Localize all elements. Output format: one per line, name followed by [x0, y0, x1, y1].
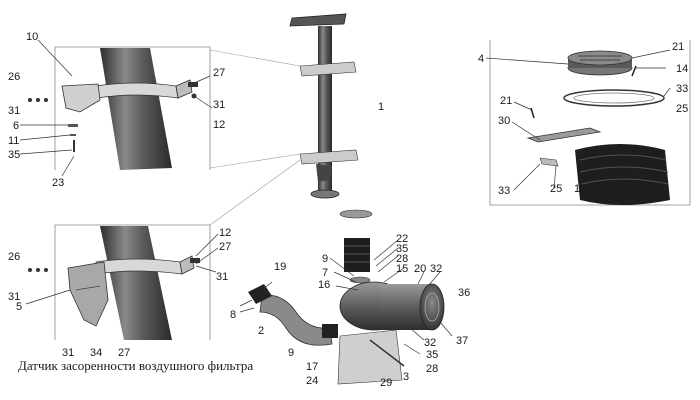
callout-9a: 9: [322, 253, 328, 265]
callout-31a: 31: [8, 105, 20, 117]
callout-13: 13: [574, 183, 586, 195]
callout-35b: 35: [396, 243, 408, 255]
callout-11: 11: [8, 135, 19, 147]
callout-31b: 31: [213, 99, 225, 111]
callout-12b: 12: [219, 227, 231, 239]
air-cleaner-assembly: [248, 209, 445, 385]
callout-33a: 33: [676, 83, 688, 95]
callout-20: 20: [414, 263, 426, 275]
callout-31d: 31: [216, 271, 228, 283]
callout-3: 3: [403, 371, 409, 383]
callout-27a: 27: [213, 67, 225, 79]
callout-35a: 35: [8, 149, 20, 161]
callout-32b: 32: [424, 337, 436, 349]
callout-5: 5: [16, 301, 22, 313]
detail-frame-upper-left: [54, 46, 211, 170]
exhaust-pipe-detail-upper: [28, 48, 198, 170]
callout-7: 7: [322, 267, 328, 279]
callout-21a: 21: [672, 41, 684, 53]
callout-27c: 27: [118, 347, 130, 359]
callout-22: 22: [396, 233, 408, 245]
callout-25b: 25: [550, 183, 562, 195]
air-filter-detail: [526, 50, 670, 205]
callout-2: 2: [258, 325, 264, 337]
detail-leader-lines: [209, 49, 301, 226]
callout-37: 37: [456, 335, 468, 347]
callout-6: 6: [13, 120, 19, 132]
callout-4: 4: [478, 53, 484, 65]
callout-21b: 21: [500, 95, 512, 107]
callout-26a: 26: [8, 71, 20, 83]
callout-31c: 31: [8, 291, 20, 303]
callout-17: 17: [306, 361, 318, 373]
callout-23: 23: [52, 177, 64, 189]
callout-labels: 1 2 3 4 5 6 7 8 9 9 10 11 12 12 13 14 15…: [8, 31, 688, 389]
callout-14: 14: [676, 63, 688, 75]
callout-leaders: [19, 39, 671, 355]
callout-27b: 27: [219, 241, 231, 253]
callout-1: 1: [378, 101, 384, 113]
callout-32a: 32: [430, 263, 442, 275]
callout-33b: 33: [498, 185, 510, 197]
callout-34: 34: [90, 347, 102, 359]
figure-caption: Датчик засоренности воздушного фильтра: [18, 358, 254, 373]
callout-18: 18: [622, 185, 634, 197]
callout-8: 8: [230, 309, 236, 321]
main-intake-pipe: [289, 13, 359, 199]
callout-31e: 31: [62, 347, 74, 359]
callout-29: 29: [380, 377, 392, 389]
callout-15: 15: [396, 263, 408, 275]
callout-19: 19: [274, 261, 286, 273]
callout-36: 36: [458, 287, 470, 299]
callout-16: 16: [318, 279, 330, 291]
callout-28a: 28: [396, 253, 408, 265]
sensor-mount-detail: [28, 226, 200, 340]
callout-28b: 28: [426, 363, 438, 375]
callout-35c: 35: [426, 349, 438, 361]
callout-12a: 12: [213, 119, 225, 131]
callout-26b: 26: [8, 251, 20, 263]
callout-30: 30: [498, 115, 510, 127]
callout-10: 10: [26, 31, 38, 43]
callout-25a: 25: [676, 103, 688, 115]
callout-24: 24: [306, 375, 318, 387]
detail-frame-lower-left: [54, 224, 211, 340]
detail-frame-upper-right: [489, 40, 691, 206]
callout-9b: 9: [288, 347, 294, 359]
